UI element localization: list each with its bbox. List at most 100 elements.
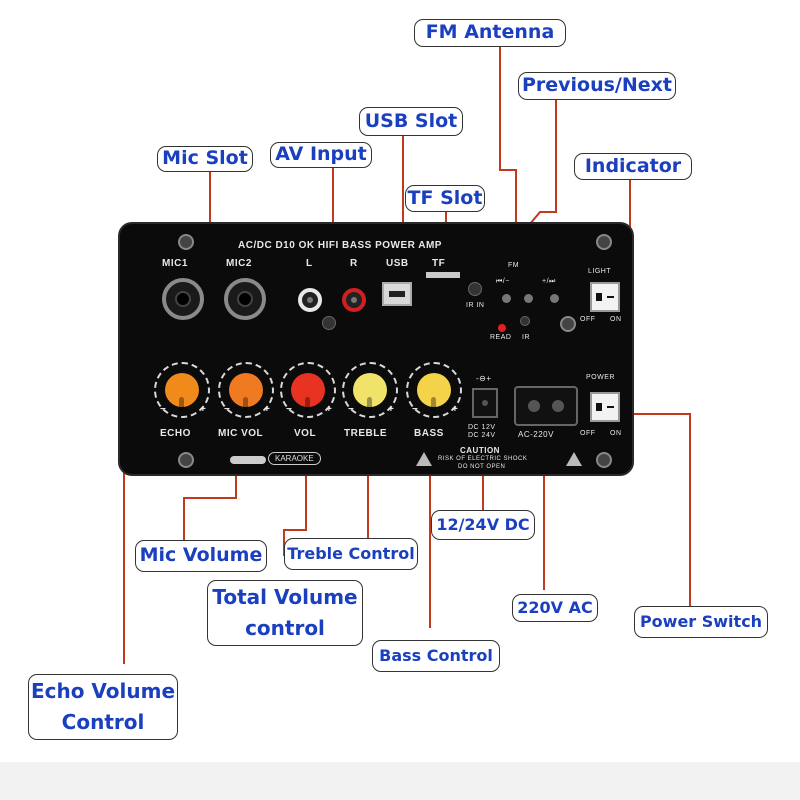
ac-input-callout: 220V AC (512, 594, 598, 622)
dc-input-text: 12/24V DC (436, 515, 530, 534)
mic2-jack[interactable] (224, 278, 266, 320)
rca-left-jack[interactable] (298, 288, 322, 312)
total-volume-text-2: control (245, 616, 325, 640)
dc-input-callout: 12/24V DC (431, 510, 535, 540)
read-label: READ (490, 334, 512, 341)
power-switch-callout: Power Switch (634, 606, 768, 638)
dc-24v-label: DC 24V (468, 432, 496, 439)
mic-volume-knob-cap (229, 373, 263, 411)
dc-12v-label: DC 12V (468, 424, 496, 431)
screw-icon (178, 452, 194, 468)
ac-power-socket[interactable] (514, 386, 578, 426)
treble-minus: − (348, 404, 355, 415)
left-channel-label: L (306, 258, 313, 269)
fm-antenna-text: FM Antenna (425, 21, 555, 44)
microphone-icon (230, 456, 266, 464)
next-button[interactable] (550, 294, 559, 303)
vol-label: VOL (294, 428, 317, 439)
power-on-label: ON (610, 430, 622, 437)
fm-antenna-callout: FM Antenna (414, 19, 566, 47)
mic-vol-minus: − (224, 404, 231, 415)
mic1-label: MIC1 (162, 258, 188, 269)
indicator-led (498, 324, 506, 332)
mic-slot-callout: Mic Slot (157, 146, 253, 172)
play-button[interactable] (524, 294, 533, 303)
light-switch[interactable] (590, 282, 620, 312)
wire-power (612, 413, 691, 606)
warning-icon (566, 452, 582, 466)
mic-volume-knob[interactable] (218, 362, 274, 418)
light-off-label: OFF (580, 316, 596, 323)
treble-knob[interactable] (342, 362, 398, 418)
screw-icon (596, 452, 612, 468)
bass-control-callout: Bass Control (372, 640, 500, 672)
ir-in-label: IR IN (466, 302, 485, 309)
bass-plus: + (452, 404, 459, 415)
right-channel-label: R (350, 258, 358, 269)
bass-knob[interactable] (406, 362, 462, 418)
mic-volume-callout: Mic Volume (135, 540, 267, 572)
volume-knob-cap (291, 373, 325, 411)
screw-icon (178, 234, 194, 250)
dc-power-jack[interactable] (472, 388, 498, 418)
echo-volume-text: Echo Volume (30, 679, 176, 703)
ir-sensor-icon (520, 316, 530, 326)
treble-control-text: Treble Control (287, 544, 415, 563)
vol-minus: − (286, 404, 293, 415)
treble-control-callout: Treble Control (284, 538, 418, 570)
warning-icon (416, 452, 432, 466)
caution-line-1: RISK OF ELECTRIC SHOCK (438, 456, 528, 462)
mic1-jack[interactable] (162, 278, 204, 320)
ac-input-text: 220V AC (517, 598, 593, 617)
caution-label: CAUTION (460, 446, 500, 455)
light-on-label: ON (610, 316, 622, 323)
power-switch-text: Power Switch (639, 612, 763, 631)
previous-button[interactable] (502, 294, 511, 303)
screw-icon (560, 316, 576, 332)
karaoke-badge: KARAOKE (268, 452, 321, 465)
caution-line-2: DO NOT OPEN (458, 464, 506, 470)
bass-knob-cap (417, 373, 451, 411)
treble-knob-cap (353, 373, 387, 411)
prev-label: ⏮/− (496, 278, 510, 285)
usb-slot-callout: USB Slot (359, 107, 463, 136)
mic-vol-plus: + (264, 404, 271, 415)
tf-card-slot[interactable] (426, 272, 460, 278)
tf-slot-text: TF Slot (407, 186, 483, 209)
av-input-callout: AV Input (270, 142, 372, 168)
previous-next-callout: Previous/Next (518, 72, 676, 100)
next-label: +/⏭ (542, 278, 556, 285)
light-label: LIGHT (588, 268, 612, 275)
tf-label: TF (432, 258, 446, 269)
mic-slot-text: Mic Slot (162, 147, 248, 170)
mic-volume-text: Mic Volume (139, 544, 263, 567)
mic2-label: MIC2 (226, 258, 252, 269)
vol-plus: + (326, 404, 333, 415)
dc-polarity-icon: -⊖+ (476, 374, 492, 383)
indicator-callout: Indicator (574, 153, 692, 180)
power-off-label: OFF (580, 430, 596, 437)
ac-220v-label: AC-220V (518, 430, 554, 439)
previous-next-text: Previous/Next (521, 74, 673, 97)
bass-label: BASS (414, 428, 444, 439)
volume-knob[interactable] (280, 362, 336, 418)
screw-icon (596, 234, 612, 250)
power-switch[interactable] (590, 392, 620, 422)
usb-port[interactable] (382, 282, 412, 306)
echo-knob[interactable] (154, 362, 210, 418)
echo-label: ECHO (160, 428, 191, 439)
usb-label: USB (386, 258, 409, 269)
indicator-text: Indicator (584, 154, 682, 177)
echo-knob-cap (165, 373, 199, 411)
usb-slot-text: USB Slot (364, 109, 458, 132)
screw-icon (322, 316, 336, 330)
ir-label: IR (522, 334, 530, 341)
echo-minus: − (160, 404, 167, 415)
rca-right-jack[interactable] (342, 288, 366, 312)
mic-vol-label: MIC VOL (218, 428, 264, 439)
ir-receiver-icon (468, 282, 482, 296)
power-label: POWER (586, 374, 615, 381)
echo-volume-text-2: Control (61, 710, 145, 734)
